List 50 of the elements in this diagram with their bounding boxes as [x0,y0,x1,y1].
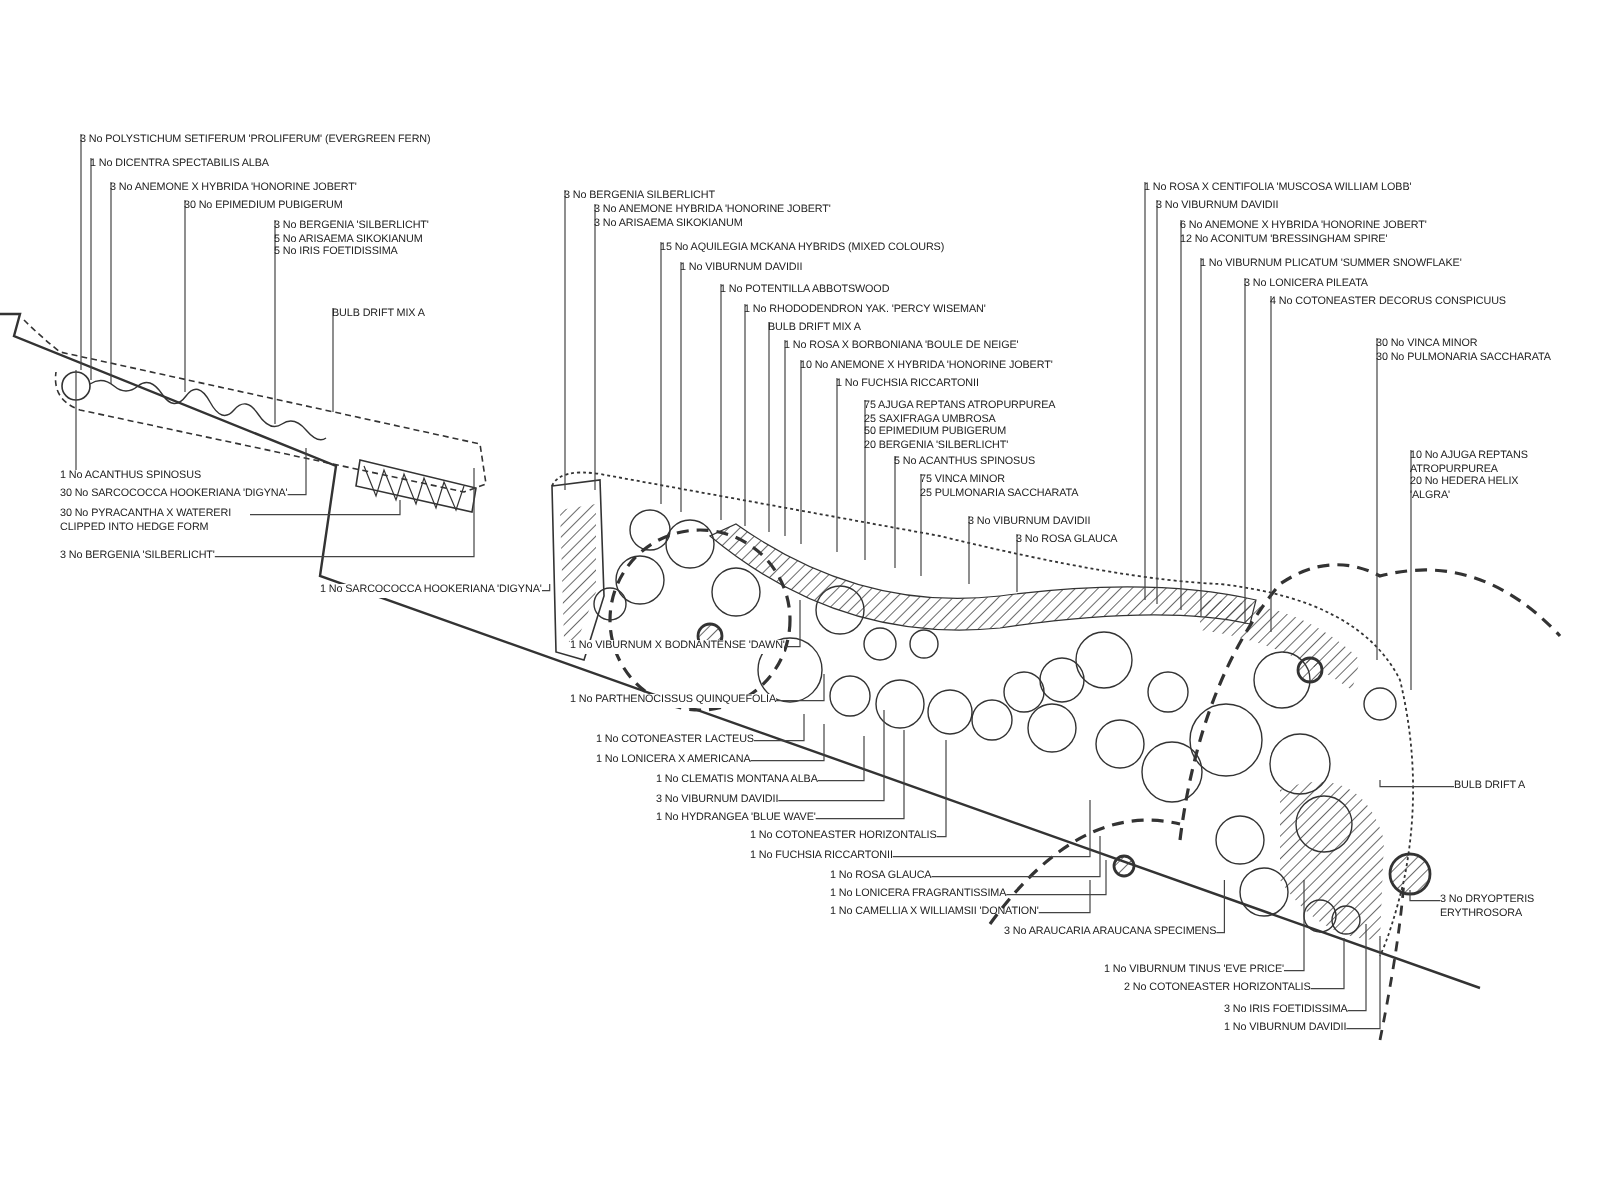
leader-line [894,455,896,569]
leader-line [930,835,1101,878]
leader-line [749,723,825,762]
leader-line [744,303,746,527]
leader-line [1270,295,1272,633]
leader-line [864,399,866,561]
leader-line [800,359,802,545]
leader-line [1215,879,1225,934]
leader-line [184,199,186,393]
leader-line [784,599,801,648]
leader-line [775,673,825,702]
leader-line [249,499,401,516]
leader-line [753,713,805,742]
leader-line [1376,337,1378,661]
leader-line [680,261,682,513]
leader-line [1244,277,1246,625]
leader-line [90,157,92,381]
leader-line [1409,889,1441,902]
leader-line [784,339,786,537]
leader-line [1310,937,1345,990]
leader-line [1345,935,1381,1030]
leader-line [936,739,947,838]
leader-line [274,219,276,425]
leader-line [1038,879,1091,914]
leader-line [1379,779,1455,788]
leader-line [1200,257,1202,617]
leader-line [968,515,970,585]
leader-line [920,473,922,577]
leader-line [1410,449,1412,691]
leader-line [564,189,566,491]
leader-line [817,735,865,782]
leader-line [815,729,905,820]
leader-line [1156,199,1158,605]
leader-line [777,709,885,802]
leader-line [1144,181,1146,601]
leader-line [720,283,722,521]
leader-line [80,133,82,371]
leader-line [1005,859,1107,896]
leader-line [892,799,1091,858]
leader-line [75,369,77,471]
leader-line [110,181,112,385]
leader-line [836,377,838,553]
leader-line [1283,879,1305,972]
leader-line [1180,219,1182,611]
leader-line [287,447,307,496]
leader-line [1347,923,1367,1012]
leader-line [214,467,475,558]
leader-line [660,241,662,505]
leader-line [1016,533,1018,593]
leader-line [594,203,596,491]
